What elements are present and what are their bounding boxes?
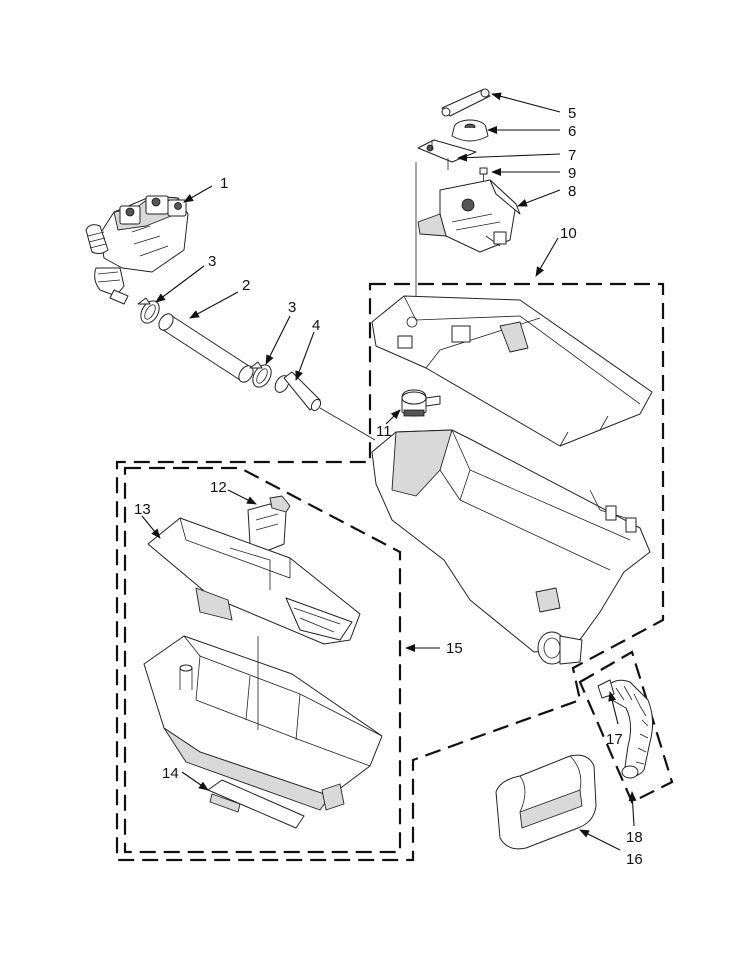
handle-cover-part-16 <box>495 754 597 850</box>
callout-17: 17 <box>606 731 623 748</box>
callout-4: 4 <box>312 317 320 334</box>
drawer-insert-part-14 <box>207 779 305 829</box>
sensor-part-11 <box>401 389 441 417</box>
callout-15: 15 <box>446 640 463 657</box>
actuator-link-part-5 <box>441 88 491 117</box>
callout-3a: 3 <box>208 253 216 270</box>
callout-7: 7 <box>568 147 576 164</box>
leader-line-4 <box>319 407 376 441</box>
lever-part-7 <box>417 139 477 163</box>
group-outline-17 <box>578 650 674 804</box>
dispenser-motor-part-8 <box>417 179 521 253</box>
hose-fitting-part-4 <box>274 371 322 412</box>
callout-16: 16 <box>626 851 643 868</box>
callout-11: 11 <box>376 423 392 440</box>
callout-13: 13 <box>134 501 151 518</box>
siphon-cap-part-12 <box>247 495 291 553</box>
dispenser-housing-part-10 <box>371 295 653 665</box>
leader-line-motor <box>415 140 449 300</box>
group-outline-15 <box>123 466 402 854</box>
callout-2: 2 <box>242 277 250 294</box>
callout-14: 14 <box>162 765 179 782</box>
inlet-valve-part-1 <box>85 195 189 305</box>
dispenser-drawer-part-15 <box>143 635 383 811</box>
group-outline-10 <box>115 282 665 862</box>
callout-1: 1 <box>220 175 228 192</box>
cam-gear-part-6 <box>451 119 489 142</box>
callout-3b: 3 <box>288 299 296 316</box>
inlet-hose-part-2 <box>158 313 254 383</box>
callout-5: 5 <box>568 105 576 122</box>
drawer-cover-part-13 <box>147 517 361 645</box>
callout-arrows <box>141 92 637 851</box>
hose-clamp-part-3-right <box>249 361 272 388</box>
callout-12: 12 <box>210 479 227 496</box>
callout-8: 8 <box>568 183 576 200</box>
callout-9: 9 <box>568 165 576 182</box>
callout-6: 6 <box>568 123 576 140</box>
callout-10: 10 <box>560 225 577 242</box>
callout-18: 18 <box>626 829 643 846</box>
